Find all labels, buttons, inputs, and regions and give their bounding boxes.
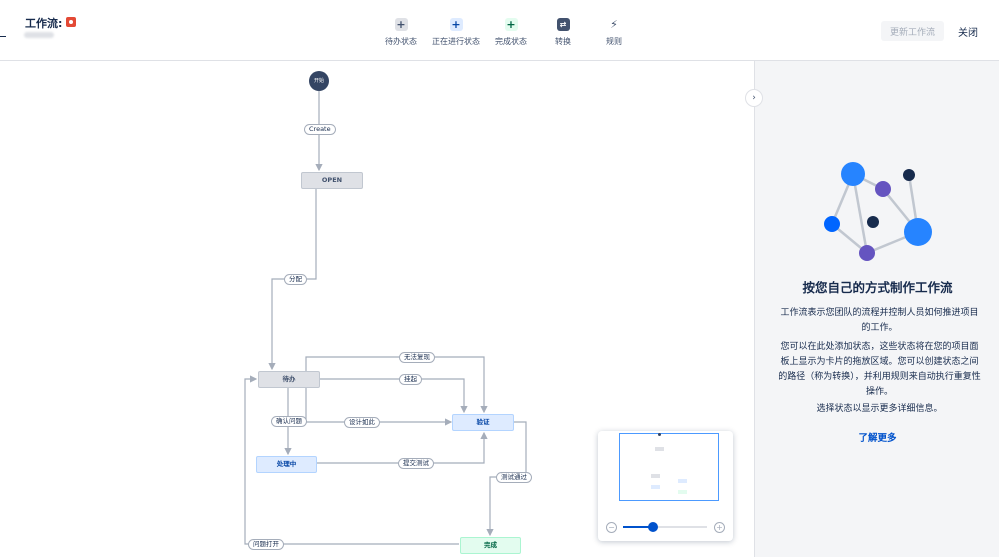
- transition-icon: ⇄: [556, 18, 570, 31]
- zoom-slider[interactable]: [623, 522, 707, 532]
- minimap-status: [678, 490, 687, 494]
- divider: [0, 36, 6, 37]
- status-todo[interactable]: 待办: [258, 371, 320, 388]
- tool-label: 规则: [606, 37, 622, 46]
- add-done-status-button[interactable]: + 完成状态: [476, 18, 546, 47]
- update-workflow-button[interactable]: 更新工作流: [881, 21, 944, 41]
- add-todo-status-button[interactable]: + 待办状态: [366, 18, 436, 47]
- minimap-status: [655, 447, 664, 451]
- transition-label-create[interactable]: Create: [304, 124, 336, 135]
- transition-label-submit-test[interactable]: 提交测试: [398, 458, 434, 469]
- transition-label-test-passed[interactable]: 测试通过: [496, 472, 532, 483]
- transition-reopen[interactable]: [244, 375, 459, 545]
- learn-more-link[interactable]: 了解更多: [858, 433, 897, 444]
- status-open[interactable]: OPEN: [301, 172, 363, 189]
- transition-label-by-design[interactable]: 设计如此: [344, 417, 380, 428]
- top-toolbar: 工作流: + 待办状态 + 正在进行状态 + 完成状态 ⇄ 转换 ⚡ 规则 更新…: [0, 0, 999, 61]
- workflow-canvas[interactable]: 开始 OPEN 待办 验证 处理中 完成 Create 分配 无法复现 挂起 确…: [0, 61, 754, 557]
- minimap-viewport[interactable]: [619, 433, 719, 501]
- status-done[interactable]: 完成: [460, 537, 521, 554]
- plus-icon: +: [504, 18, 518, 31]
- info-panel: 按您自己的方式制作工作流 工作流表示您团队的流程并控制人员如何推进项目的工作。 …: [754, 61, 999, 557]
- workflow-title: 工作流:: [25, 17, 63, 30]
- zoom-slider-fill: [623, 526, 654, 528]
- panel-heading: 按您自己的方式制作工作流: [802, 280, 953, 295]
- zoom-slider-thumb[interactable]: [648, 522, 659, 532]
- transition-label-reopen[interactable]: 问题打开: [248, 539, 284, 550]
- add-in-progress-status-button[interactable]: + 正在进行状态: [421, 18, 491, 47]
- transition-label-confirm-issue[interactable]: 确认问题: [271, 416, 307, 427]
- minimap-start: [658, 433, 661, 436]
- status-verify[interactable]: 验证: [452, 414, 514, 431]
- panel-description: 您可以在此处添加状态，这些状态将在您的项目面板上显示为卡片的拖放区域。您可以创建…: [778, 342, 981, 397]
- transition-label-assign[interactable]: 分配: [284, 274, 307, 285]
- zoom-out-icon[interactable]: −: [606, 522, 617, 533]
- plus-icon: +: [449, 18, 463, 31]
- minimap-status: [651, 474, 660, 478]
- minimap-status: [678, 479, 687, 483]
- tool-label: 转换: [555, 37, 571, 46]
- workflow-illustration: [824, 162, 932, 261]
- project-icon: [66, 17, 76, 27]
- transition-label-cannot-reproduce[interactable]: 无法复现: [399, 352, 435, 363]
- start-node[interactable]: 开始: [309, 71, 329, 91]
- plus-icon: +: [394, 18, 408, 31]
- panel-hint: 选择状态以显示更多详细信息。: [816, 404, 943, 414]
- add-transition-button[interactable]: ⇄ 转换: [528, 18, 598, 47]
- collapse-panel-button[interactable]: ›: [745, 89, 763, 107]
- transition-cannot-reproduce[interactable]: [305, 356, 488, 414]
- status-in-progress[interactable]: 处理中: [256, 456, 317, 473]
- transition-label-suspend[interactable]: 挂起: [399, 374, 422, 385]
- transition-submit-test[interactable]: [317, 431, 488, 464]
- minimap[interactable]: − +: [598, 431, 733, 541]
- tool-label: 正在进行状态: [432, 37, 480, 46]
- rules-button[interactable]: ⚡ 规则: [579, 18, 649, 47]
- tool-label: 待办状态: [385, 37, 417, 46]
- lightning-icon: ⚡: [610, 18, 618, 31]
- minimap-status: [651, 485, 660, 489]
- close-button[interactable]: 关闭: [952, 21, 984, 41]
- transition-suspend[interactable]: [320, 378, 468, 414]
- transition-by-design[interactable]: [305, 388, 453, 426]
- workflow-name-placeholder: [24, 32, 54, 38]
- zoom-in-icon[interactable]: +: [714, 522, 725, 533]
- panel-description: 工作流表示您团队的流程并控制人员如何推进项目的工作。: [780, 308, 979, 333]
- tool-label: 完成状态: [495, 37, 527, 46]
